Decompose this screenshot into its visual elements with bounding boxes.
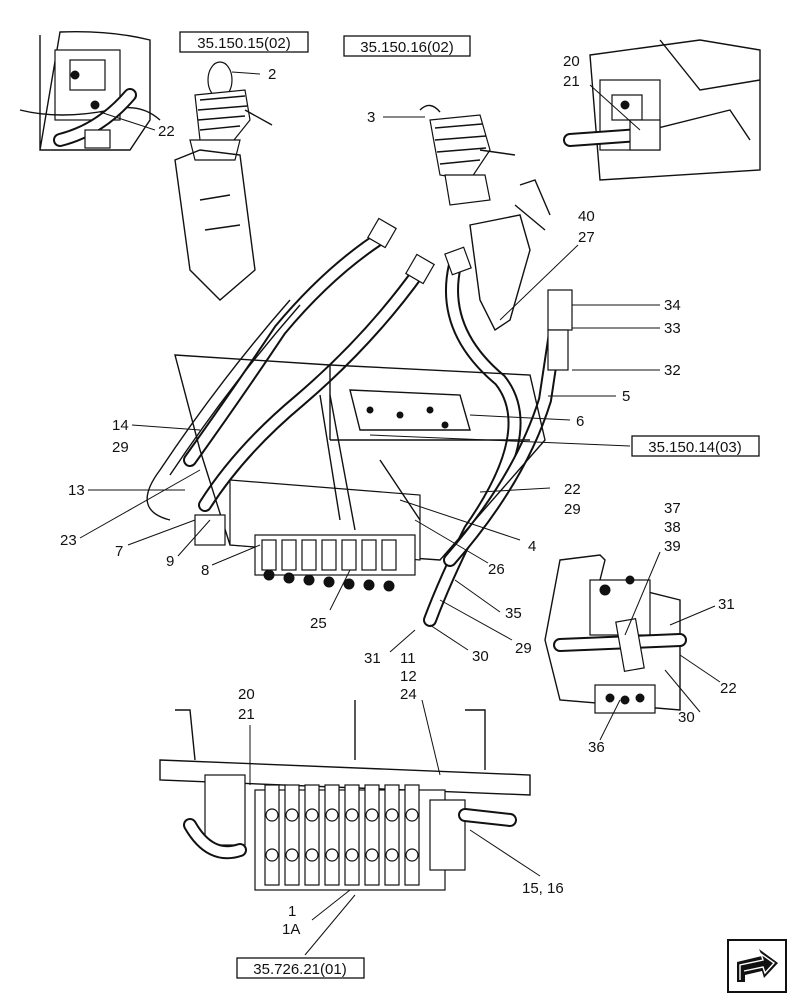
callout-35: 35 bbox=[505, 605, 522, 622]
callout-21: 21 bbox=[563, 73, 580, 90]
callout-labels: 2 22 20 21 3 40 27 34 33 32 5 6 14 29 13… bbox=[60, 53, 737, 938]
ref-box-35-150-14[interactable]: 35.150.14(03) bbox=[631, 435, 760, 457]
ref-box-35-150-16[interactable]: 35.150.16(02) bbox=[343, 35, 471, 57]
callout-38: 38 bbox=[664, 519, 681, 536]
callout-5: 5 bbox=[622, 388, 630, 405]
ref-text: 35.150.14(03) bbox=[648, 439, 741, 456]
callout-37: 37 bbox=[664, 500, 681, 517]
callout-1: 1 bbox=[288, 903, 296, 920]
valve-stack-main bbox=[254, 534, 416, 592]
callout-6: 6 bbox=[576, 413, 584, 430]
callout-24: 24 bbox=[400, 686, 417, 703]
next-page-arrow-icon[interactable] bbox=[727, 939, 787, 993]
callout-21: 21 bbox=[238, 706, 255, 723]
joystick-left bbox=[174, 61, 273, 301]
callout-22: 22 bbox=[720, 680, 737, 697]
callout-11: 11 bbox=[400, 650, 416, 667]
leader-lines bbox=[79, 71, 721, 956]
callout-31: 31 bbox=[718, 596, 735, 613]
callout-20: 20 bbox=[563, 53, 580, 70]
bottom-valve-bank bbox=[159, 700, 531, 891]
callout-36: 36 bbox=[588, 739, 605, 756]
callout-29: 29 bbox=[112, 439, 129, 456]
callout-1A: 1A bbox=[282, 921, 300, 938]
callout-23: 23 bbox=[60, 532, 77, 549]
main-valve-assembly bbox=[174, 354, 546, 592]
callout-27: 27 bbox=[578, 229, 595, 246]
callout-29: 29 bbox=[564, 501, 581, 518]
callout-26: 26 bbox=[488, 561, 505, 578]
callout-34: 34 bbox=[664, 297, 681, 314]
callout-39: 39 bbox=[664, 538, 681, 555]
inset-top-left bbox=[19, 30, 161, 151]
callout-2: 2 bbox=[268, 66, 276, 83]
callout-20: 20 bbox=[238, 686, 255, 703]
callout-22: 22 bbox=[158, 123, 175, 140]
ref-text: 35.726.21(01) bbox=[253, 961, 346, 978]
callout-30: 30 bbox=[678, 709, 695, 726]
callout-25: 25 bbox=[310, 615, 327, 632]
callout-15-16: 15, 16 bbox=[522, 880, 564, 897]
callout-33: 33 bbox=[664, 320, 681, 337]
callout-14: 14 bbox=[112, 417, 129, 434]
ref-box-35-726-21[interactable]: 35.726.21(01) bbox=[236, 957, 365, 979]
ref-box-35-150-15[interactable]: 35.150.15(02) bbox=[179, 31, 309, 53]
callout-22: 22 bbox=[564, 481, 581, 498]
callout-29: 29 bbox=[515, 640, 532, 657]
inset-top-right bbox=[563, 39, 761, 181]
callout-30: 30 bbox=[472, 648, 489, 665]
callout-4: 4 bbox=[528, 538, 536, 555]
callout-13: 13 bbox=[68, 482, 85, 499]
callout-12: 12 bbox=[400, 668, 417, 685]
joystick-right bbox=[419, 104, 551, 332]
callout-3: 3 bbox=[367, 109, 375, 126]
hoses bbox=[146, 217, 573, 627]
callout-32: 32 bbox=[664, 362, 681, 379]
callout-8: 8 bbox=[201, 562, 209, 579]
callout-31: 31 bbox=[364, 650, 381, 667]
inset-right-middle bbox=[544, 554, 687, 714]
ref-text: 35.150.15(02) bbox=[197, 35, 290, 52]
callout-9: 9 bbox=[166, 553, 174, 570]
callout-40: 40 bbox=[578, 208, 595, 225]
ref-text: 35.150.16(02) bbox=[360, 39, 453, 56]
callout-7: 7 bbox=[115, 543, 123, 560]
